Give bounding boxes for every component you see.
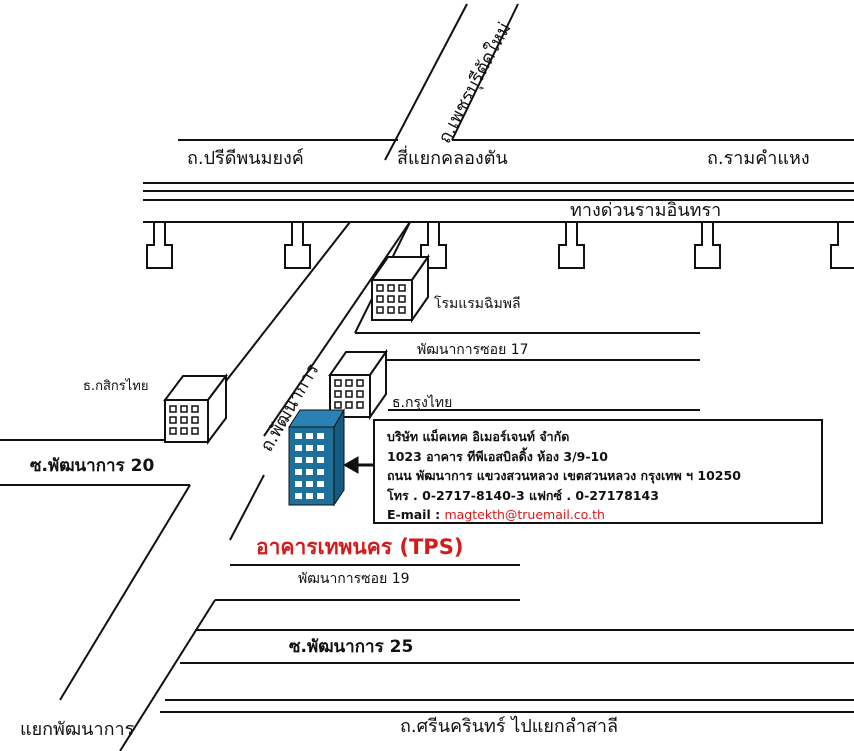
label-ramkhamhaeng: ถ.รามคำแหง [707,148,810,169]
email-label: E-mail : [387,507,441,522]
address-line-1: 1023 อาคาร ทีพีเอสบิลดิ้ง ห้อง 3/9-10 [387,448,608,464]
company-name: บริษัท แม็คเทค อิเมอร์เจนท์ จำกัด [387,429,570,444]
road-phetchaburi [384,3,519,161]
road-soi25 [180,629,854,664]
label-soi20: ซ.พัฒนาการ 20 [30,456,155,476]
road-srinakarin [160,699,854,713]
company-info-box: บริษัท แม็คเทค อิเมอร์เจนท์ จำกัด 1023 อ… [373,419,823,524]
kbank-building [163,373,228,445]
label-kbank: ธ.กสิกรไทย [83,379,149,394]
pointer-arrow [342,456,373,474]
address-line-2: ถนน พัฒนาการ แขวงสวนหลวง เขตสวนหลวง กรุง… [387,468,741,483]
email-link[interactable]: magtekth@truemail.co.th [444,507,605,522]
label-khlong-tan: สี่แยกคลองตัน [397,148,508,169]
label-soi17: พัฒนาการซอย 17 [417,342,529,358]
road-phatthanakan [59,221,411,751]
label-expressway: ทางด่วนรามอินทรา [566,202,726,220]
target-building [288,408,345,507]
label-ktb: ธ.กรุงไทย [392,395,453,411]
expressway [143,199,854,223]
road-pridi-ramkhamhaeng [143,139,854,192]
ktb-building [328,348,388,421]
label-soi25: ซ.พัฒนาการ 25 [289,637,414,657]
hotel-building [370,253,430,324]
label-phatthanakan-junction: แยกพัฒนาการ [20,719,135,740]
road-soi20 [0,439,190,486]
label-hotel: โรมแรมฉิมพลี [434,296,521,312]
phone-fax: โทร . 0-2717-8140-3 แฟกซ์ . 0-27178143 [387,487,659,503]
expressway-pillars [146,222,854,269]
label-srinakarin: ถ.ศรีนครินทร์ ไปแยกลำสาลี [400,716,619,737]
label-pridi: ถ.ปรีดีพนมยงค์ [187,148,304,169]
email-row: E-mail : magtekth@truemail.co.th [387,505,813,525]
label-target-building: อาคารเทพนคร (TPS) [256,535,464,559]
road-soi19 [215,564,520,601]
label-soi19: พัฒนาการซอย 19 [298,571,410,587]
